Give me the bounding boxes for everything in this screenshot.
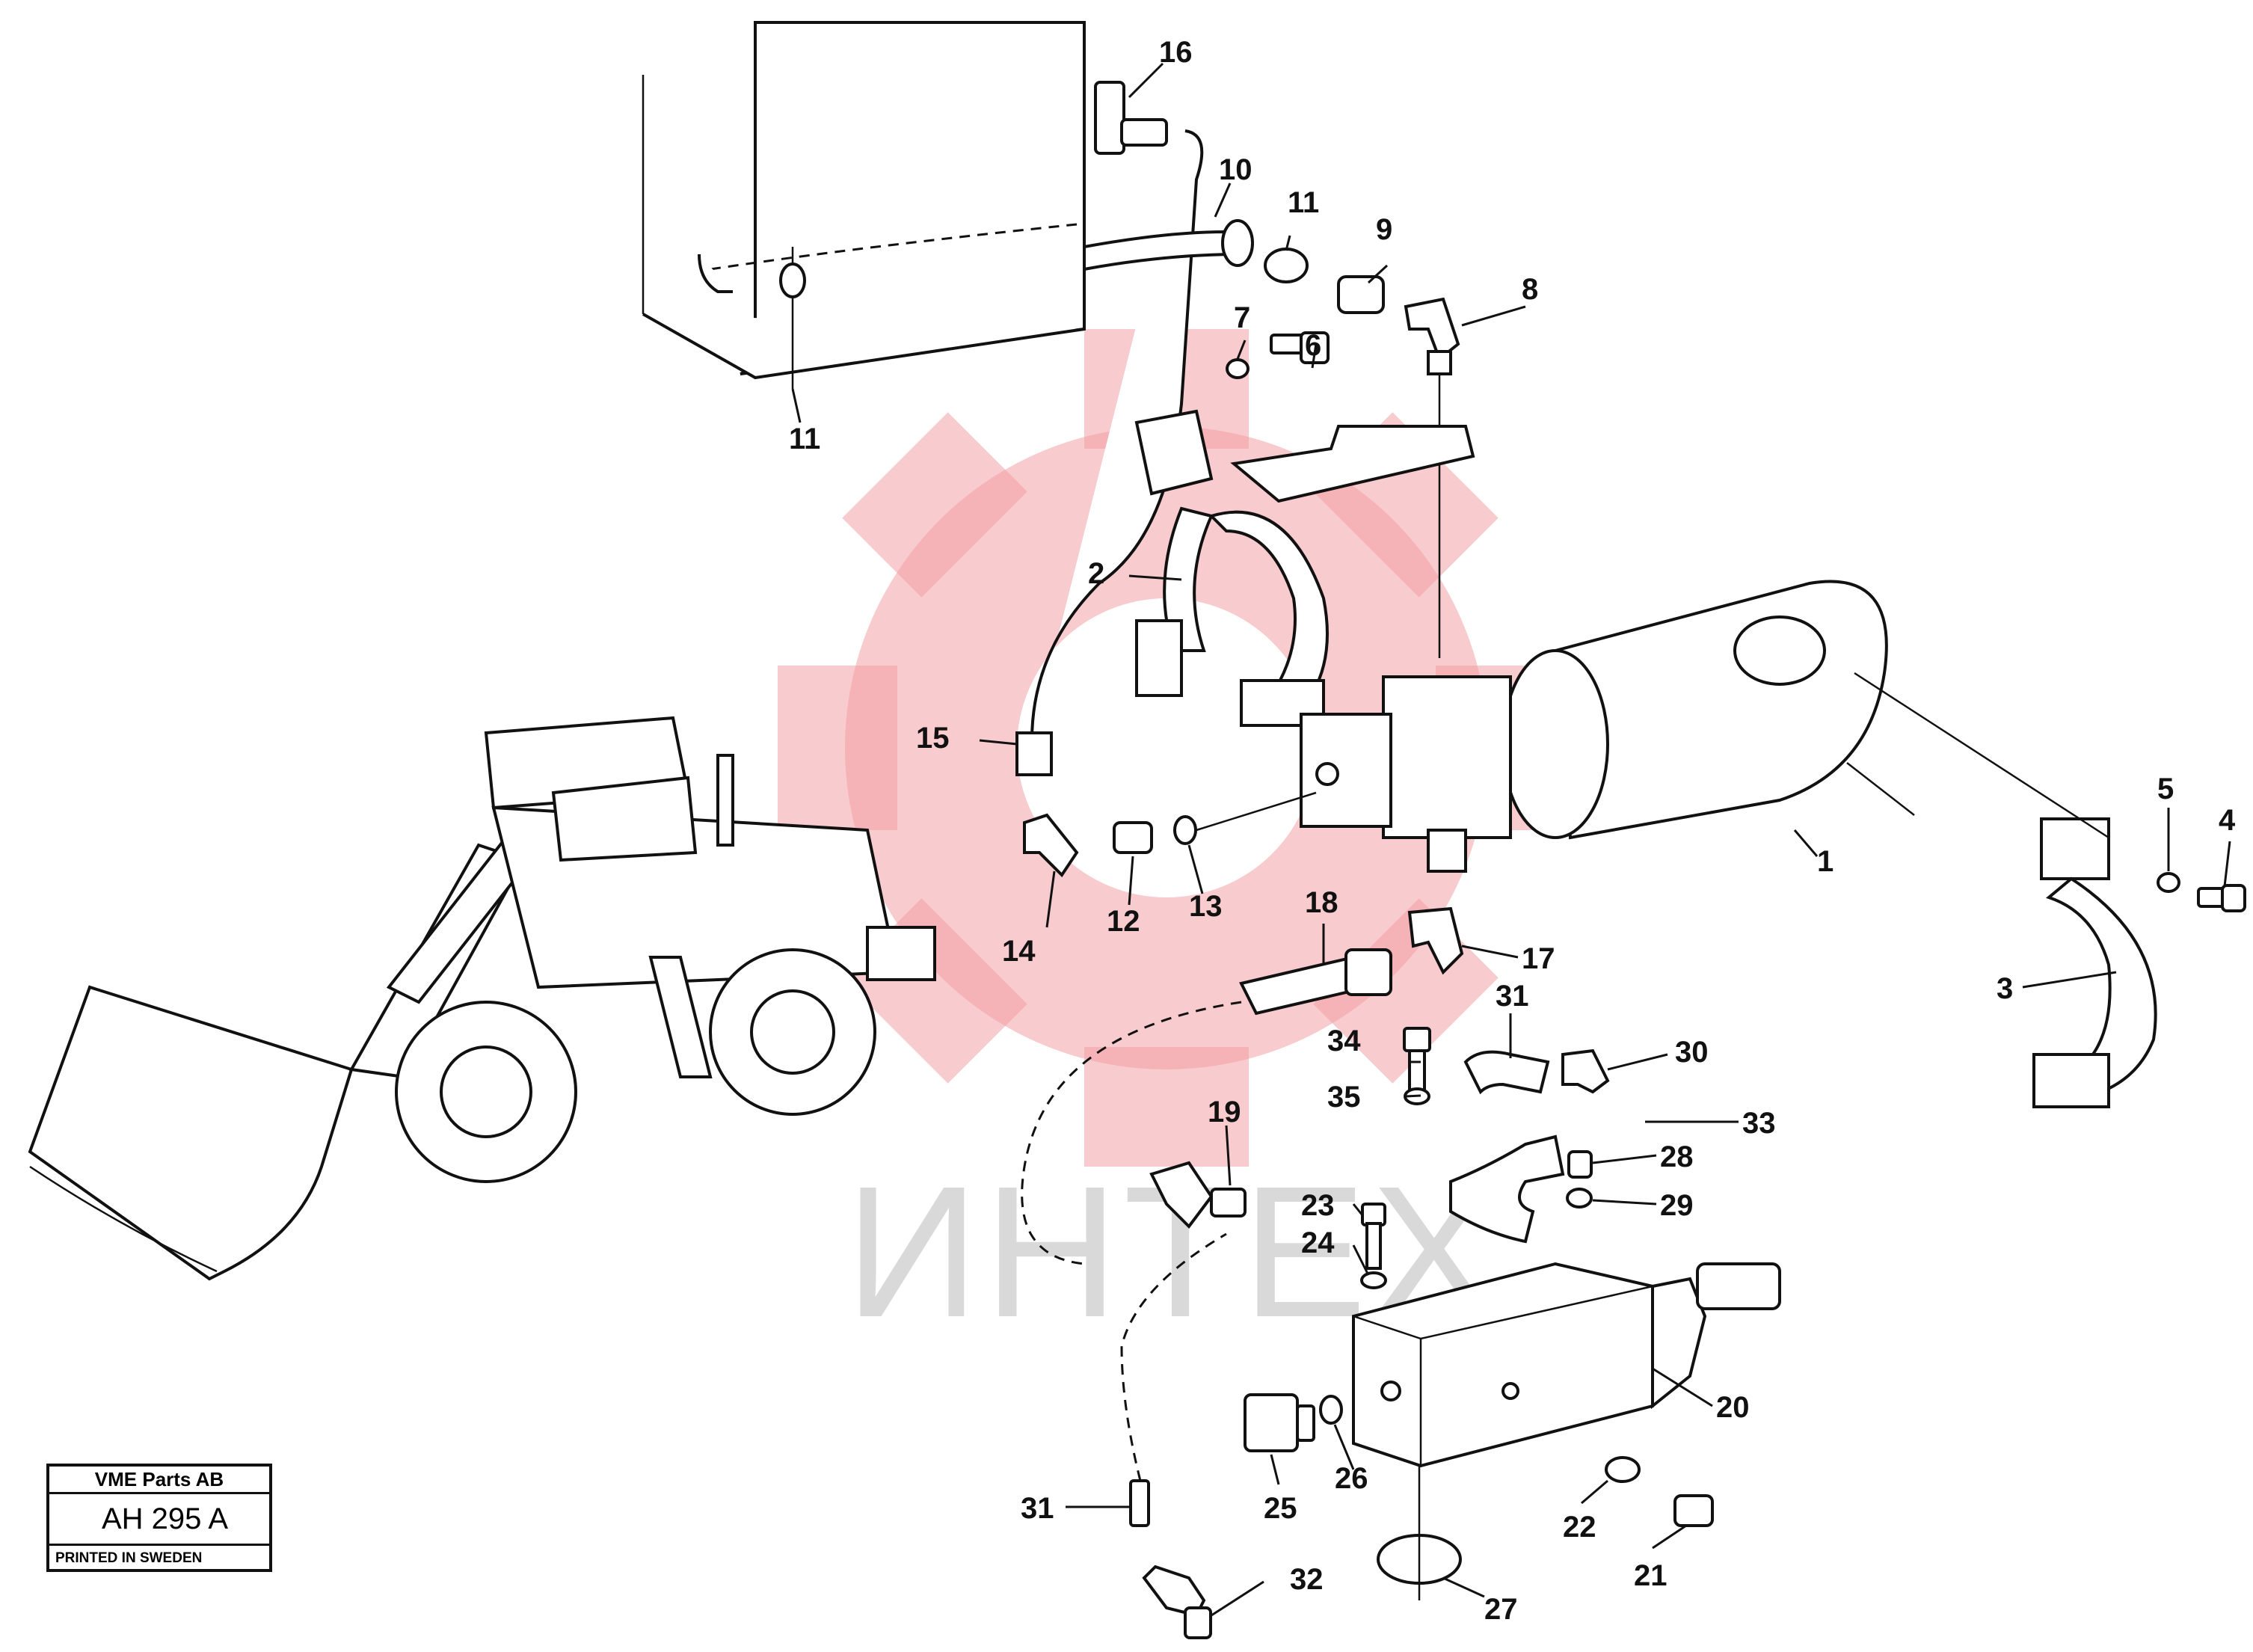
- callout-28: 28: [1660, 1140, 1694, 1173]
- hose-10: [1015, 129, 1204, 776]
- callout-13: 13: [1189, 890, 1223, 923]
- callout-3: 3: [1997, 972, 2013, 1005]
- callout-26: 26: [1335, 1462, 1368, 1495]
- callout-27: 27: [1484, 1593, 1518, 1626]
- elbow-14: [1023, 813, 1079, 878]
- callout-31: 31: [1021, 1492, 1054, 1525]
- hydraulic-tank: [642, 21, 1086, 389]
- callout-2: 2: [1088, 557, 1104, 590]
- callout-6: 6: [1305, 329, 1321, 362]
- elbow-19: [1149, 1161, 1247, 1229]
- callout-4: 4: [2219, 804, 2236, 837]
- washer-5: [2157, 872, 2180, 893]
- callout-21: 21: [1634, 1559, 1668, 1592]
- callout-8: 8: [1522, 273, 1538, 306]
- washer-24: [1360, 1271, 1387, 1289]
- callout-31: 31: [1496, 980, 1529, 1013]
- valve-block-20: [1352, 1262, 1781, 1468]
- pump-motor-1: [1300, 580, 1915, 873]
- nipple-12: [1113, 821, 1153, 854]
- printed-note: PRINTED IN SWEDEN: [55, 1550, 203, 1566]
- elbow-17: [1407, 906, 1464, 975]
- bolt-4: [2197, 884, 2246, 912]
- callout-19: 19: [1208, 1096, 1241, 1129]
- bracket-pipe: [1449, 1134, 1565, 1244]
- callout-18: 18: [1305, 886, 1338, 919]
- o-ring-13: [1173, 815, 1197, 845]
- tee-fitting-32: [1142, 1565, 1212, 1639]
- callout-7: 7: [1234, 301, 1250, 334]
- hose-clamp-11: [1264, 248, 1309, 283]
- pressure-switch-25: [1244, 1393, 1315, 1452]
- callout-12: 12: [1107, 905, 1140, 938]
- callout-numbers: 16 10 11 9 8 7 6 11 2 15 14 12 13 18 17 …: [789, 36, 2236, 1626]
- callout-29: 29: [1660, 1189, 1694, 1222]
- callout-20: 20: [1716, 1391, 1750, 1424]
- callout-30: 30: [1675, 1036, 1709, 1069]
- elbow-8: [1404, 297, 1460, 658]
- callout-23: 23: [1301, 1189, 1335, 1222]
- drawing-code: AH 295 A: [49, 1494, 269, 1546]
- adapter-9: [1337, 275, 1385, 314]
- company-name: VME Parts AB: [49, 1467, 269, 1494]
- bracket-2: [1134, 409, 1475, 727]
- seal-26: [1319, 1395, 1343, 1425]
- o-ring-27: [1377, 1466, 1462, 1600]
- callout-14: 14: [1002, 935, 1036, 968]
- callout-1: 1: [1817, 845, 1834, 878]
- callout-17: 17: [1522, 942, 1555, 975]
- clamp-3: [1854, 672, 2157, 1108]
- callout-9: 9: [1376, 213, 1392, 246]
- plug-21: [1673, 1494, 1714, 1527]
- washer-22: [1605, 1456, 1641, 1483]
- callout-22: 22: [1563, 1511, 1596, 1544]
- callout-15: 15: [916, 722, 950, 755]
- leader-lines: [791, 62, 2231, 1617]
- suction-hose-10: [1083, 219, 1254, 271]
- washer-29: [1566, 1188, 1593, 1209]
- callout-33: 33: [1742, 1107, 1776, 1140]
- callout-25: 25: [1264, 1492, 1297, 1525]
- title-block: VME Parts AB AH 295 A PRINTED IN SWEDEN: [46, 1464, 272, 1572]
- wheel-loader: [28, 716, 936, 1281]
- callout-16: 16: [1159, 36, 1193, 69]
- tee-fitting-16: [1094, 81, 1168, 155]
- hose-18: [1239, 948, 1392, 1016]
- washer-7: [1226, 358, 1250, 379]
- callout-10: 10: [1219, 153, 1252, 186]
- callout-5: 5: [2157, 773, 2174, 805]
- callout-35: 35: [1327, 1081, 1361, 1114]
- pilot-line-dashed: [1120, 1232, 1227, 1481]
- callout-11: 11: [789, 423, 820, 455]
- callout-11: 11: [1288, 186, 1319, 219]
- bolt-23: [1361, 1203, 1386, 1270]
- center-line-pump: [1196, 791, 1317, 832]
- nipple-31: [1129, 1479, 1150, 1527]
- fitting-28: [1567, 1150, 1593, 1179]
- callout-24: 24: [1301, 1226, 1335, 1259]
- callout-34: 34: [1327, 1025, 1361, 1057]
- hose-route-dashed: [1021, 1001, 1242, 1265]
- callout-32: 32: [1290, 1563, 1324, 1596]
- hose-elbow-31: [1463, 1048, 1610, 1095]
